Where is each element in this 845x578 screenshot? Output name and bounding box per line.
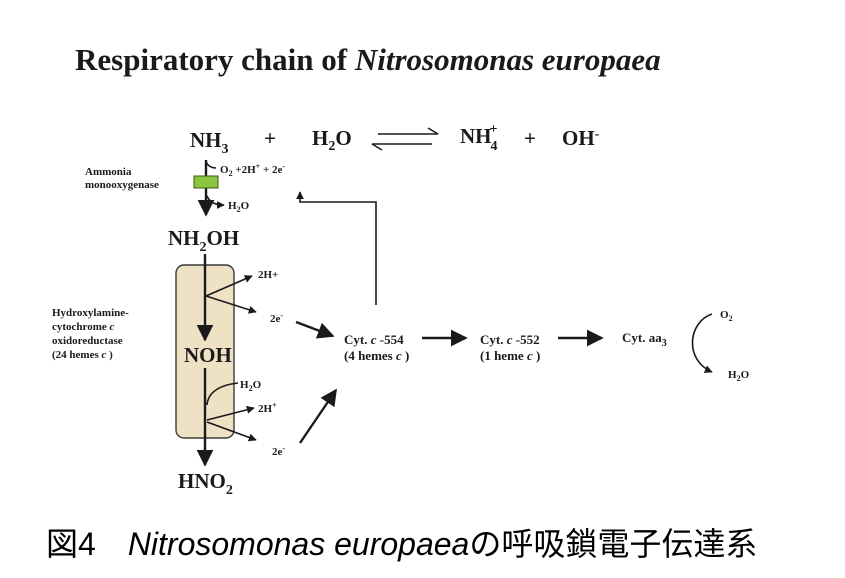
proton-label-upper: 2H+: [258, 269, 278, 281]
cytochrome-aa3: Cyt. aa3: [622, 330, 667, 349]
terminal-oxygen-reduction: O2 H2O: [691, 309, 750, 383]
svg-text:H2O: H2O: [728, 369, 750, 383]
electron-label-lower: 2e-: [272, 444, 285, 458]
proton-label-lower: 2H+: [258, 401, 277, 415]
hao-lower-branches: H2O 2H+ 2e-: [206, 379, 337, 458]
amo-enzyme-box: [193, 175, 219, 189]
svg-text:(1 heme c ): (1 heme c ): [480, 348, 540, 363]
hao-upper-branches: 2H+ 2e-: [205, 269, 335, 339]
nh3-label: NH3: [190, 128, 229, 157]
ammonia-equation: NH3 + H2O NH4+ + OH-: [190, 122, 600, 157]
equilibrium-arrows: [371, 127, 439, 151]
hao-label-line3: oxidoreductase: [52, 335, 123, 347]
ammonium-label: NH4+: [460, 122, 498, 154]
svg-text:(4 hemes c ): (4 hemes c ): [344, 348, 409, 363]
ammonia-monooxygenase: Ammonia monooxygenase O2 +2H+ + 2e- H2O: [85, 160, 285, 217]
amo-label-line2: monooxygenase: [85, 179, 159, 191]
electron-label-upper: 2e-: [270, 311, 283, 325]
cytochrome-c552: Cyt. c -552 (1 heme c ): [480, 332, 540, 363]
noh-label: NOH: [184, 343, 232, 367]
diagram-title: Respiratory chain of Nitrosomonas europa…: [75, 42, 661, 77]
amo-input: O2 +2H+ + 2e-: [220, 162, 285, 178]
hao-label-line4: (24 hemes c ): [52, 349, 113, 361]
electron-feedback-arrow: [296, 191, 377, 305]
hydroxylamine-label: NH2OH: [168, 226, 239, 255]
water-label: H2O: [312, 126, 352, 154]
hao-label-line1: Hydroxylamine-: [52, 307, 129, 319]
cytochrome-c554: Cyt. c -554 (4 hemes c ): [344, 332, 409, 363]
svg-text:O2: O2: [720, 309, 733, 323]
plus-sign: +: [524, 126, 536, 150]
svg-text:Cyt. c -552: Cyt. c -552: [480, 332, 540, 347]
amo-output-water: H2O: [228, 200, 250, 214]
hao-label-line2: cytochrome c: [52, 321, 115, 333]
hydroxide-label: OH-: [562, 126, 600, 150]
hao-label: Hydroxylamine- cytochrome c oxidoreducta…: [52, 307, 129, 361]
water-input-lower: H2O: [240, 379, 262, 393]
svg-text:Cyt. c -554: Cyt. c -554: [344, 332, 404, 347]
amo-label-line1: Ammonia: [85, 166, 132, 178]
plus-sign: +: [264, 126, 276, 150]
figure-caption: 図4 Nitrosomonas europaeaの呼吸鎖電子伝達系: [46, 526, 757, 562]
nitrite-label: HNO2: [178, 469, 233, 498]
